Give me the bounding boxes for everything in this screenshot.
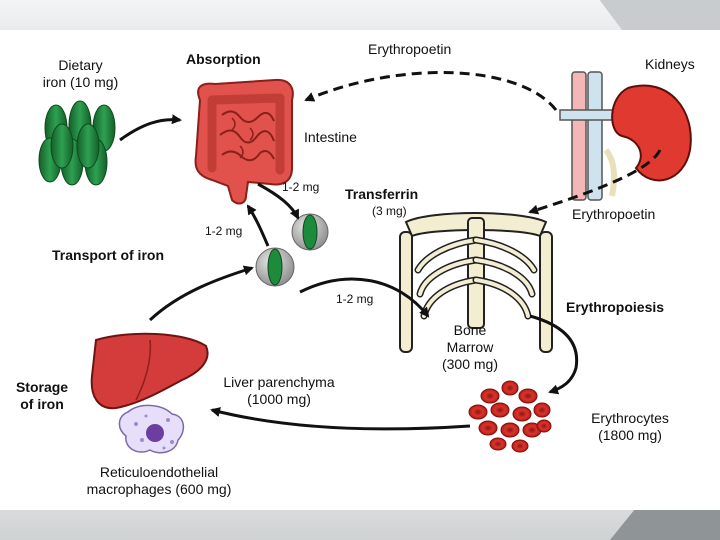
storage-line-1: Storage bbox=[15, 379, 69, 395]
erythropoiesis-label: Erythropoiesis bbox=[566, 299, 665, 315]
erythrocytes-label: Erythrocytes (1800 mg) bbox=[578, 410, 682, 444]
bottom-band bbox=[0, 510, 720, 540]
flux-to-bone-marrow: 1-2 mg bbox=[336, 292, 374, 306]
top-band bbox=[0, 0, 720, 30]
bone-marrow-label: Bone Marrow (300 mg) bbox=[424, 322, 516, 373]
arrow-erythrocytes-to-storage bbox=[210, 407, 471, 431]
dietary-iron-line-1: Dietary bbox=[58, 57, 103, 73]
intestine bbox=[194, 78, 294, 205]
transferrin-molecules bbox=[255, 213, 329, 287]
erythrocytes bbox=[468, 380, 552, 453]
liver-line-2: (1000 mg) bbox=[247, 391, 311, 407]
arrow-kidney-to-intestine bbox=[304, 71, 558, 111]
arrow-transferrin-to-intestine bbox=[246, 204, 270, 247]
macrophage bbox=[118, 404, 185, 454]
flow-arrows bbox=[119, 71, 662, 431]
erythrocytes-line-1: Erythrocytes bbox=[591, 410, 669, 426]
kidneys-label: Kidneys bbox=[645, 56, 695, 72]
bone-marrow-line-1: Bone bbox=[453, 322, 487, 338]
bone-marrow-line-2: Marrow bbox=[446, 339, 494, 355]
kidney bbox=[559, 71, 692, 201]
dietary-iron-line-2: iron (10 mg) bbox=[42, 74, 119, 90]
macrophages-line-1: Reticuloendothelial bbox=[99, 464, 219, 480]
flux-transferrin-to-intestine: 1-2 mg bbox=[205, 224, 243, 238]
storage-line-2: of iron bbox=[20, 396, 64, 412]
arrow-kidney-to-marrow bbox=[528, 149, 662, 215]
ribcage-bone-marrow bbox=[399, 212, 553, 353]
transferrin-amount: (3 mg) bbox=[372, 204, 407, 218]
arrow-liver-to-transport bbox=[148, 265, 254, 322]
arrow-marrow-to-erythrocytes bbox=[529, 314, 579, 395]
liver-line-1: Liver parenchyma bbox=[223, 374, 335, 390]
arrow-transferrin-to-marrow bbox=[299, 277, 430, 318]
liver-parenchyma-label: Liver parenchyma (1000 mg) bbox=[204, 374, 354, 408]
transport-of-iron-label: Transport of iron bbox=[52, 247, 164, 263]
storage-of-iron-label: Storage of iron bbox=[6, 379, 78, 413]
intestine-label: Intestine bbox=[304, 129, 357, 145]
arrow-intestine-to-transferrin bbox=[257, 182, 300, 220]
bone-marrow-line-3: (300 mg) bbox=[441, 356, 499, 372]
absorption-label: Absorption bbox=[186, 51, 261, 67]
macrophages-label: Reticuloendothelial macrophages (600 mg) bbox=[64, 464, 254, 498]
arrow-diet-to-intestine bbox=[119, 114, 182, 142]
erythropoietin-right-label: Erythropoetin bbox=[572, 206, 656, 222]
liver bbox=[90, 332, 209, 410]
macrophages-line-2: macrophages (600 mg) bbox=[86, 481, 232, 497]
dietary-iron-pills bbox=[38, 100, 116, 186]
transferrin-label: Transferrin bbox=[345, 186, 419, 202]
erythropoietin-top-label: Erythropoetin bbox=[368, 41, 452, 57]
flux-intestine-to-transferrin: 1-2 mg bbox=[282, 180, 320, 194]
dietary-iron-label: Dietary iron (10 mg) bbox=[28, 57, 133, 91]
erythrocytes-line-2: (1800 mg) bbox=[598, 427, 662, 443]
top-band-accent bbox=[599, 0, 720, 30]
